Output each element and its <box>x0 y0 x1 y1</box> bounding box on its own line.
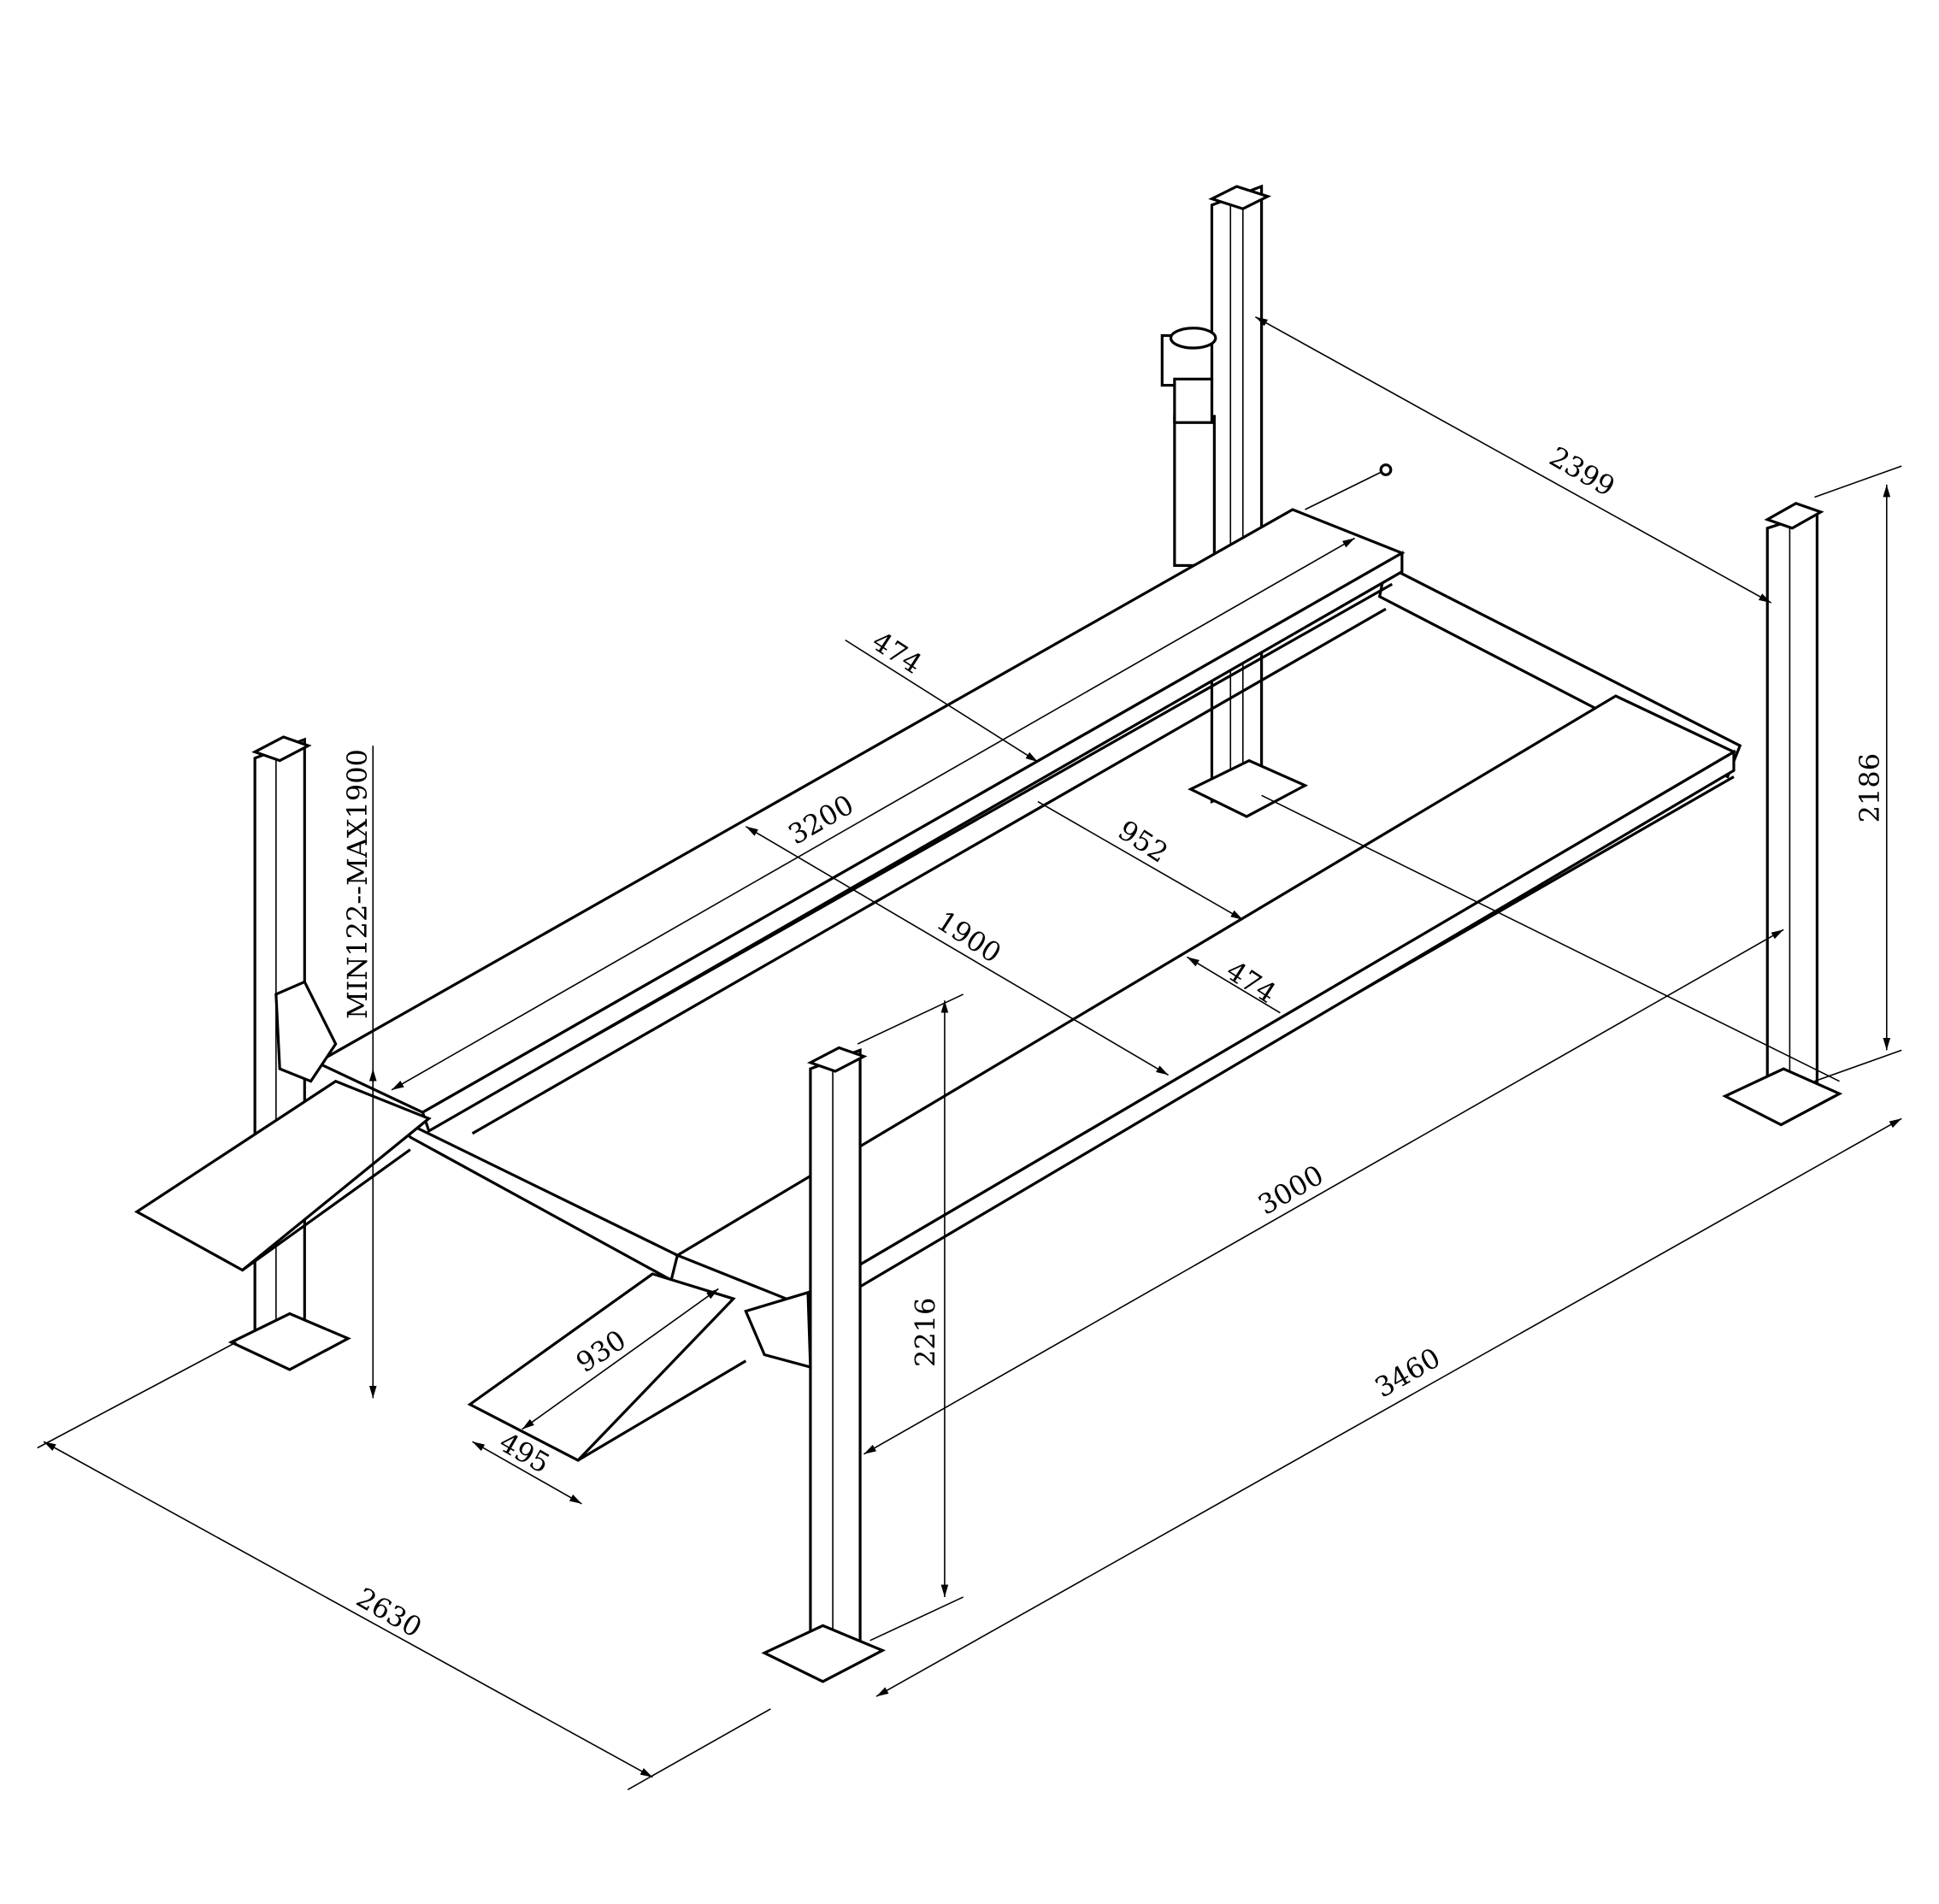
dim-lift-range: MIN122--MAX1900 <box>341 749 374 1019</box>
dim-474-top: 474 <box>866 625 928 681</box>
dim-3000: 3000 <box>1252 1158 1329 1222</box>
dim-1900: 1900 <box>931 905 1007 970</box>
dim-2186: 2186 <box>1854 753 1886 822</box>
hydraulic-motor <box>1160 327 1217 568</box>
release-handle <box>1305 469 1387 510</box>
front-left-post <box>227 735 351 1371</box>
dim-2630: 2630 <box>351 1581 427 1644</box>
release-handle-knob <box>1379 463 1393 476</box>
left-ramp-support <box>241 1148 411 1271</box>
rear-right-post <box>1722 501 1843 1127</box>
dim-2216: 2216 <box>909 1298 941 1367</box>
dimension-lines <box>37 315 1902 1790</box>
dim-2399: 2399 <box>1544 440 1620 504</box>
left-ramp <box>133 1079 432 1272</box>
front-right-post <box>744 1046 887 1683</box>
dim-952: 952 <box>1112 814 1174 869</box>
dim-3460: 3460 <box>1370 1341 1446 1405</box>
